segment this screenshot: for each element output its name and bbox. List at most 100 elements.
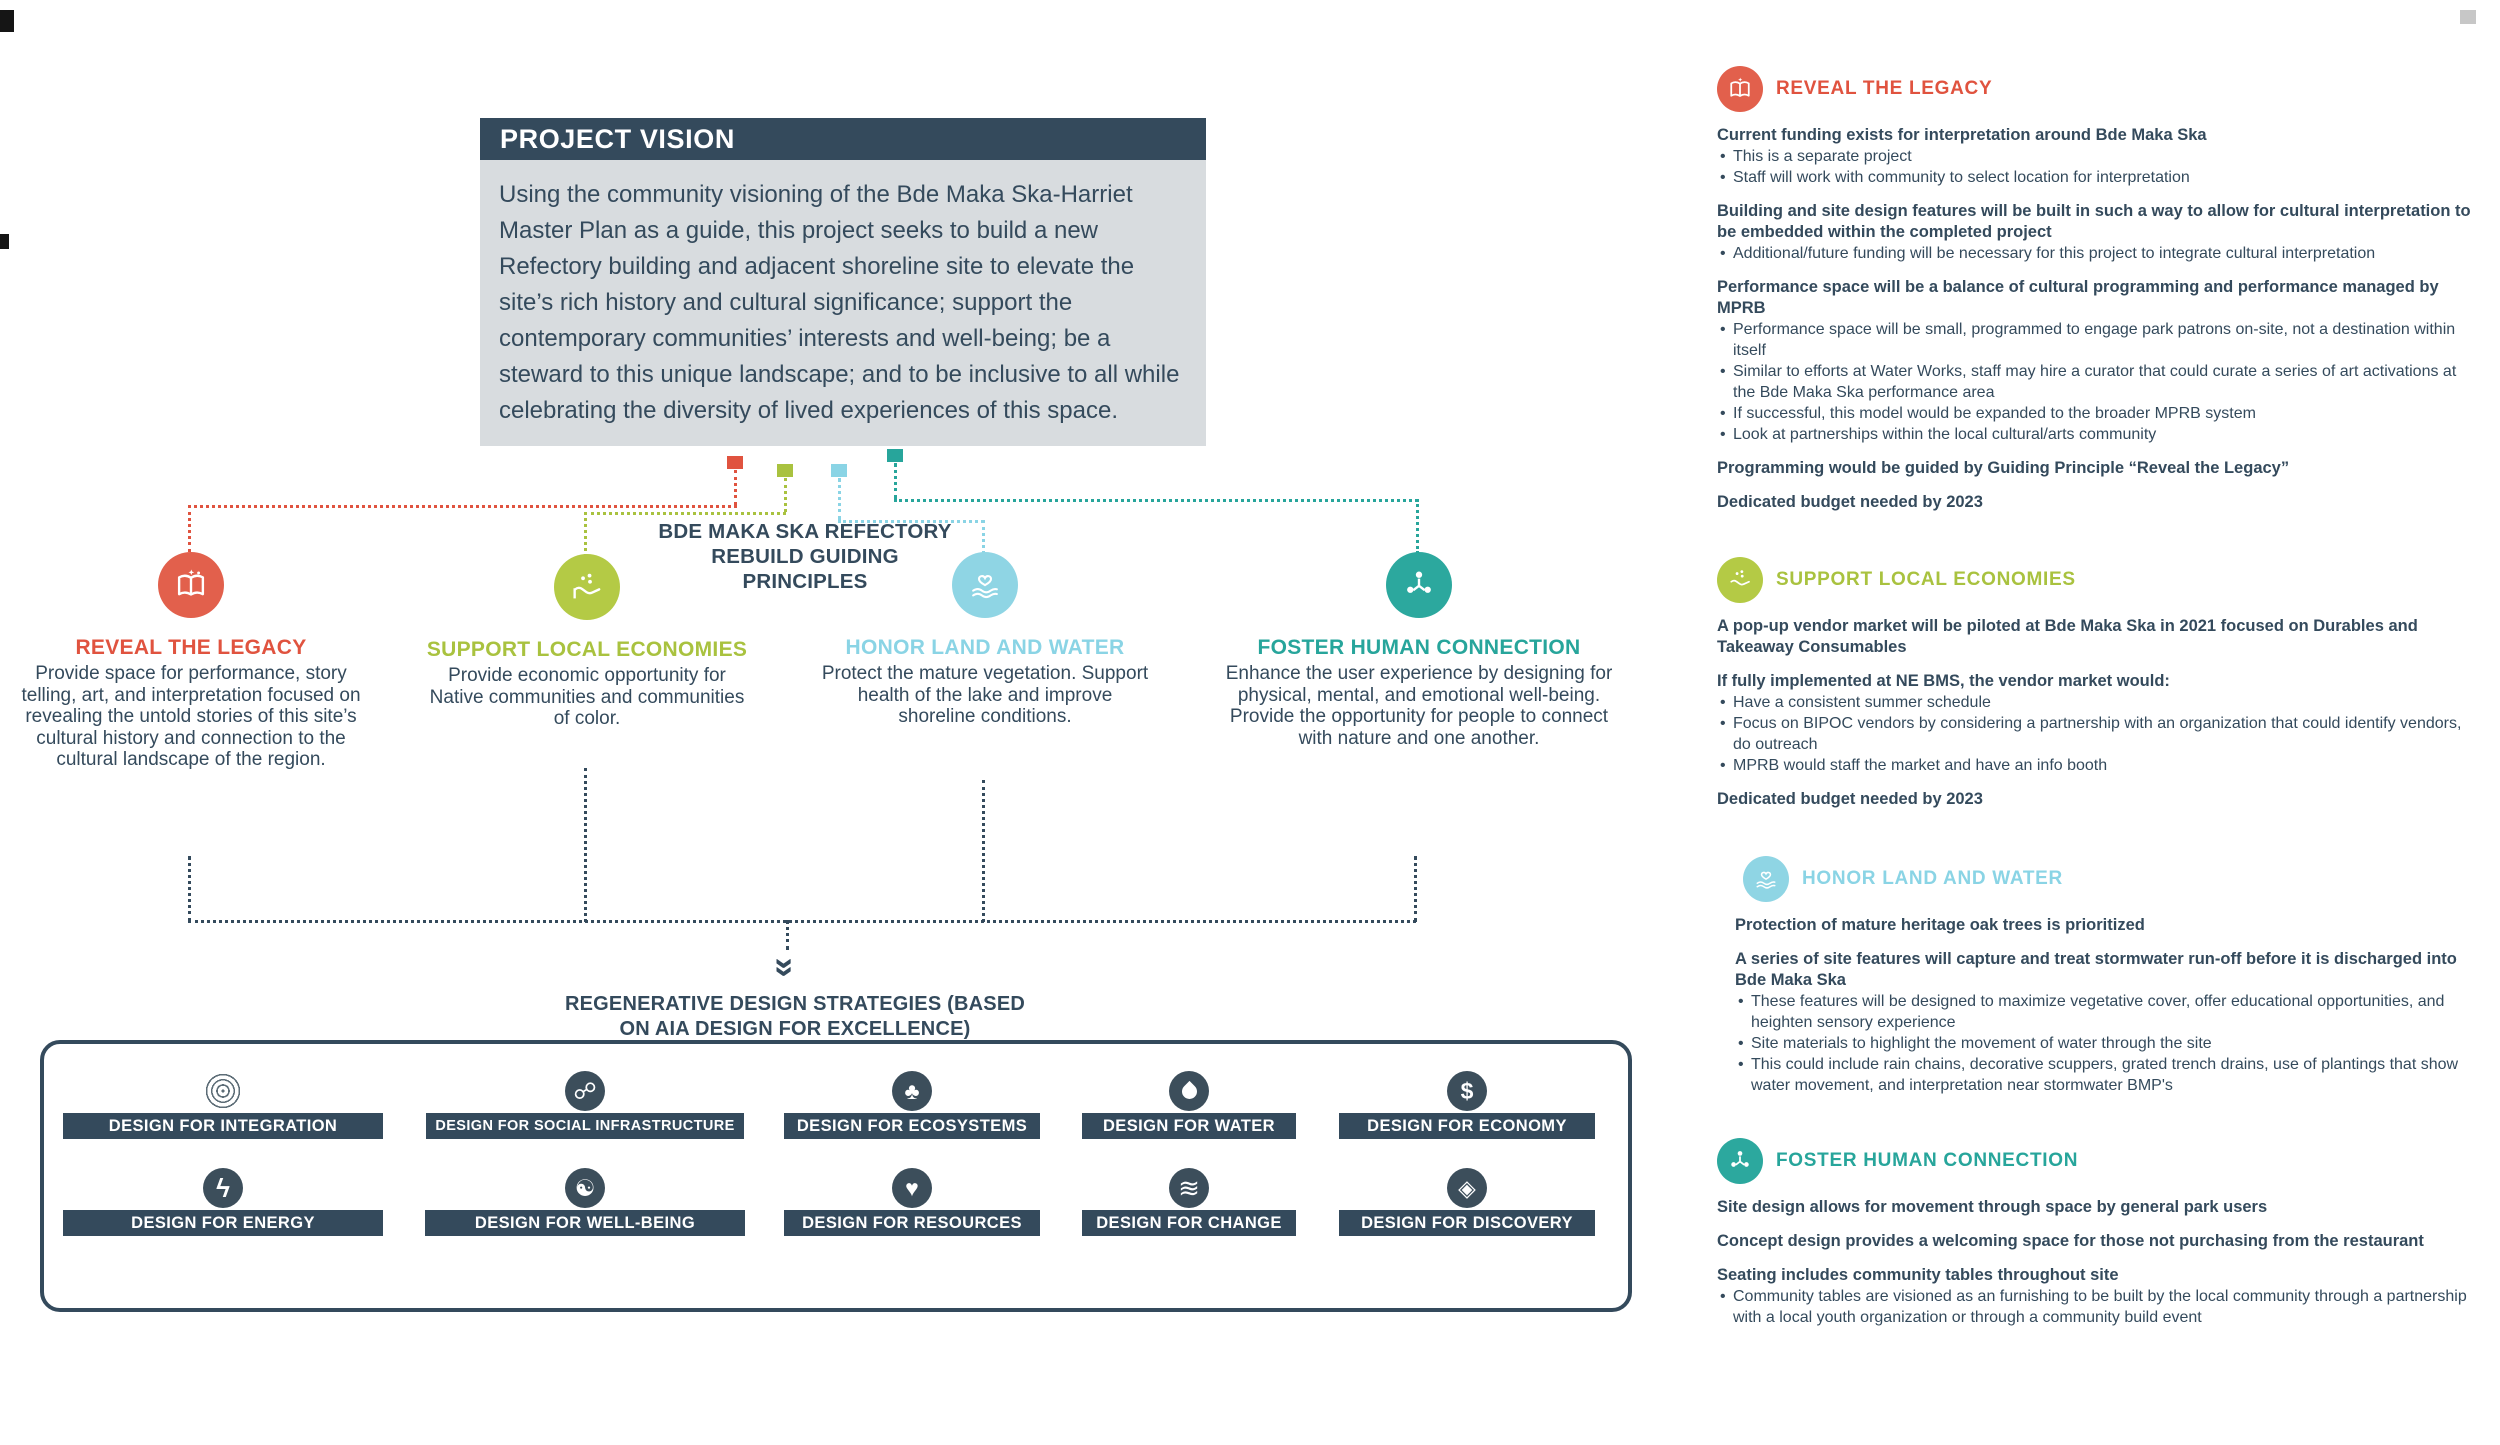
edge-mark [2460,10,2476,24]
discovery-icon [1447,1168,1487,1208]
connector-line [1416,499,1419,554]
connector-line [188,505,191,552]
plants-icon [892,1071,932,1111]
detail-block: Performance space will be a balance of c… [1717,277,2477,445]
arrowhead-icon [831,464,847,477]
connector-line [838,478,841,520]
book-sparkle-icon [158,552,224,618]
panel-section-honor-land-and-water: HONOR LAND AND WATER Protection of matur… [1735,856,2477,1096]
bullet-item: Staff will work with community to select… [1717,167,2477,188]
connector-line [584,768,587,922]
strategy-label-bar: DESIGN FOR SOCIAL INFRASTRUCTURE [426,1113,744,1139]
bullet-item: Community tables are visioned as an furn… [1717,1286,2477,1328]
connector-line [784,478,787,512]
principle-description: Enhance the user experience by designing… [1225,663,1613,749]
detail-block: Current funding exists for interpretatio… [1717,125,2477,188]
block-heading: Seating includes community tables throug… [1717,1266,2119,1284]
block-heading: Dedicated budget needed by 2023 [1717,493,1983,511]
strategies-heading-line: REGENERATIVE DESIGN STRATEGIES (BASED [564,993,1026,1015]
principle-title: HONOR LAND AND WATER [845,636,1125,659]
block-heading: Programming would be guided by Guiding P… [1717,459,2290,477]
detail-block: Seating includes community tables throug… [1717,1265,2477,1328]
connector-line [786,920,789,950]
principle-column-foster-human-connection: FOSTER HUMAN CONNECTION Enhance the user… [1214,552,1624,749]
bullet-item: These features will be designed to maxim… [1735,991,2477,1033]
social-network-icon [565,1071,605,1111]
detail-block: A series of site features will capture a… [1735,949,2477,1096]
strategy-label-bar: DESIGN FOR DISCOVERY [1339,1210,1595,1236]
connector-line [188,856,191,922]
hand-coins-icon [1730,570,1750,586]
block-heading: Building and site design features will b… [1717,202,2471,241]
section-title: HONOR LAND AND WATER [1802,868,2063,889]
connector-line [734,470,737,505]
hand-coins-icon [1717,557,1763,603]
block-heading: If fully implemented at NE BMS, the vend… [1717,672,2170,690]
edge-mark [0,10,14,32]
detail-block: A pop-up vendor market will be piloted a… [1717,616,2477,658]
connector-line [188,920,1416,923]
bullet-item: Performance space will be small, program… [1717,319,2477,361]
water-drop-icon [1169,1071,1209,1111]
block-heading: Dedicated budget needed by 2023 [1717,790,1983,808]
connector-line [982,520,985,554]
strategy-label-bar: DESIGN FOR RESOURCES [784,1210,1040,1236]
arrowhead-icon [887,449,903,462]
section-title: FOSTER HUMAN CONNECTION [1776,1150,2079,1171]
strategy-label-bar: DESIGN FOR ECONOMY [1339,1113,1595,1139]
connector-line [894,499,1418,502]
bullet-item: This is a separate project [1717,146,2477,167]
book-sparkle-icon [1717,66,1763,112]
principle-description: Provide space for performance, story tel… [21,663,361,770]
guiding-principles-label-line: REBUILD GUIDING [711,545,899,568]
bullet-item: Similar to efforts at Water Works, staff… [1717,361,2477,403]
block-heading: Protection of mature heritage oak trees … [1735,916,2145,934]
project-vision-body: Using the community visioning of the Bde… [480,160,1206,446]
strategy-label-bar: DESIGN FOR CHANGE [1082,1210,1296,1236]
guiding-principles-label-line: BDE MAKA SKA REFECTORY [658,520,952,543]
block-heading: A series of site features will capture a… [1735,950,2457,989]
principle-column-support-local-economies: SUPPORT LOCAL ECONOMIES Provide economic… [422,554,752,730]
strategies-heading: REGENERATIVE DESIGN STRATEGIES (BASED ON… [555,992,1035,1042]
detail-panel: REVEAL THE LEGACY Current funding exists… [1717,66,2477,1328]
detail-block: Site design allows for movement through … [1717,1197,2477,1218]
bullet-item: Focus on BIPOC vendors by considering a … [1717,713,2477,755]
section-header: REVEAL THE LEGACY [1717,66,2477,112]
hand-coins-icon [573,573,601,599]
connector-line [894,463,897,499]
heart-waves-icon [972,575,998,599]
people-connection-icon [1717,1138,1763,1184]
connector-line [838,520,984,523]
hand-coins-icon [554,554,620,620]
connector-line [584,512,587,557]
strategies-box [40,1040,1632,1312]
economy-icon [1447,1071,1487,1111]
energy-bolt-icon [203,1168,243,1208]
principle-description: Provide economic opportunity for Native … [429,665,745,729]
connector-line [982,780,985,922]
section-title: REVEAL THE LEGACY [1776,78,1993,99]
wellbeing-icon [565,1168,605,1208]
detail-block: Building and site design features will b… [1717,201,2477,264]
panel-section-support-local-economies: SUPPORT LOCAL ECONOMIES A pop-up vendor … [1717,557,2477,810]
panel-section-reveal-the-legacy: REVEAL THE LEGACY Current funding exists… [1717,66,2477,513]
detail-block: If fully implemented at NE BMS, the vend… [1717,671,2477,776]
panel-section-foster-human-connection: FOSTER HUMAN CONNECTION Site design allo… [1717,1138,2477,1328]
water-drop-icon [1178,1080,1200,1102]
heart-waves-icon [952,552,1018,618]
strategy-label-bar: DESIGN FOR INTEGRATION [63,1113,383,1139]
section-title: SUPPORT LOCAL ECONOMIES [1776,569,2076,590]
block-heading: A pop-up vendor market will be piloted a… [1717,617,2418,656]
section-header: SUPPORT LOCAL ECONOMIES [1717,557,2477,603]
strategy-label-bar: DESIGN FOR WELL-BEING [425,1210,745,1236]
detail-block: Dedicated budget needed by 2023 [1717,492,2477,513]
book-sparkle-icon [177,569,205,596]
connector-line [188,505,737,508]
bullet-item: MPRB would staff the market and have an … [1717,755,2477,776]
connector-line [1414,856,1417,922]
block-heading: Concept design provides a welcoming spac… [1717,1232,2424,1250]
arrowhead-icon [727,456,743,469]
detail-block: Dedicated budget needed by 2023 [1717,789,2477,810]
bullet-item: Additional/future funding will be necess… [1717,243,2477,264]
block-heading: Performance space will be a balance of c… [1717,278,2439,317]
